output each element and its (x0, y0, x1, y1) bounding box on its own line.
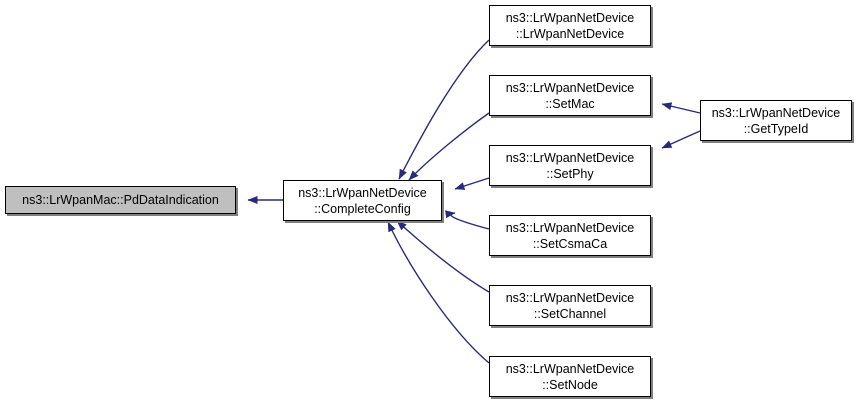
node-label-line2: ::GetTypeId (743, 121, 809, 136)
node-label-line1: ns3::LrWpanNetDevice (505, 290, 635, 305)
node-label-line1: ns3::LrWpanNetDevice (505, 10, 635, 25)
edge-setphy-to-completeconfig (454, 177, 490, 190)
node-label-line2: ::SetNode (542, 377, 598, 392)
node-label-line1: ns3::LrWpanNetDevice (711, 105, 841, 120)
node-label-line1: ns3::LrWpanNetDevice (298, 185, 427, 200)
edge-gettypeid-to-setphy (661, 130, 701, 149)
node-label-line2: ::SetCsmaCa (532, 236, 608, 251)
node-label-line1: ns3::LrWpanNetDevice (505, 361, 635, 376)
node-label-line2: ::SetMac (545, 96, 595, 111)
node-lrwpannetdevice-constructor[interactable]: ns3::LrWpanNetDevice ::LrWpanNetDevice (489, 5, 651, 46)
node-label-line2: ::SetChannel (533, 306, 607, 321)
node-setchannel[interactable]: ns3::LrWpanNetDevice ::SetChannel (489, 285, 651, 326)
edge-setmac-to-completeconfig (408, 112, 490, 181)
node-label-line2: ::LrWpanNetDevice (515, 26, 625, 41)
node-setphy[interactable]: ns3::LrWpanNetDevice ::SetPhy (489, 145, 651, 186)
node-label-line1: ns3::LrWpanNetDevice (505, 220, 635, 235)
node-setnode[interactable]: ns3::LrWpanNetDevice ::SetNode (489, 356, 651, 397)
node-setcsmaca[interactable]: ns3::LrWpanNetDevice ::SetCsmaCa (489, 215, 651, 256)
node-label-line1: ns3::LrWpanNetDevice (505, 150, 635, 165)
edge-gettypeid-to-setmac (661, 102, 701, 114)
node-label-line2: ::CompleteConfig (314, 201, 411, 216)
node-pddataindication[interactable]: ns3::LrWpanMac::PdDataIndication (5, 186, 236, 214)
node-label-line1: ns3::LrWpanNetDevice (505, 80, 635, 95)
edge-setcsmaca-to-completeconfig (445, 210, 490, 230)
node-label-line1: ns3::LrWpanMac::PdDataIndication (22, 193, 219, 207)
node-completeconfig[interactable]: ns3::LrWpanNetDevice ::CompleteConfig (283, 180, 442, 221)
edge-setchannel-to-completeconfig (396, 220, 490, 293)
edge-ctor-to-completeconfig (398, 39, 490, 180)
edge-setnode-to-completeconfig (387, 221, 490, 364)
node-setmac[interactable]: ns3::LrWpanNetDevice ::SetMac (489, 75, 651, 116)
node-label-line2: ::SetPhy (546, 166, 594, 181)
node-gettypeid[interactable]: ns3::LrWpanNetDevice ::GetTypeId (700, 100, 852, 141)
